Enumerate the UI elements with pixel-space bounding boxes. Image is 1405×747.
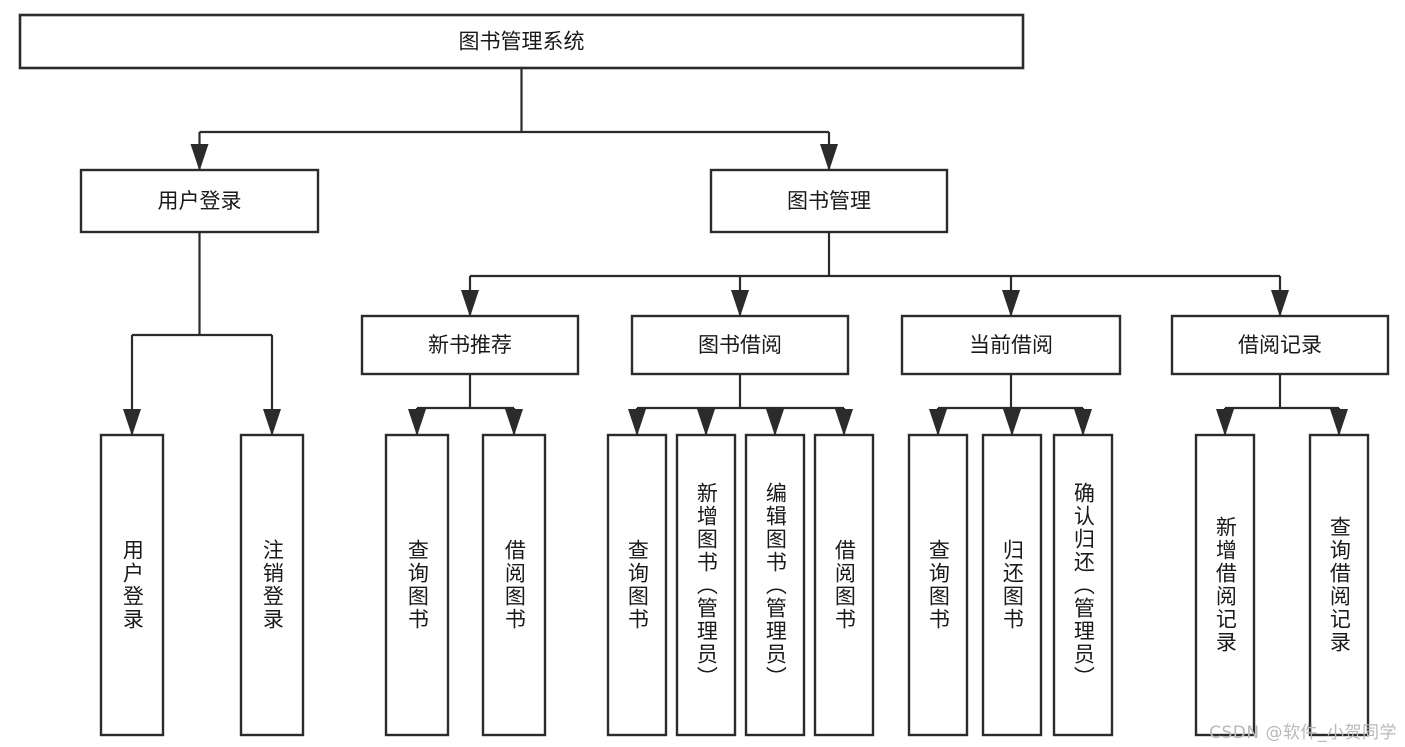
node-box-bb-query-book xyxy=(606,433,668,737)
connectors-layer xyxy=(123,68,1348,436)
node-box-bb-edit-book xyxy=(744,433,806,737)
node-box-user-logout-leaf xyxy=(239,433,305,737)
node-label-book-borrow: 图书借阅 xyxy=(698,333,782,357)
node-borrow-records[interactable]: 借阅记录 xyxy=(1170,314,1390,376)
node-box-book-borrow xyxy=(630,314,850,376)
node-new-book-recommend[interactable]: 新书推荐 xyxy=(360,314,580,376)
node-box-user-login xyxy=(79,168,320,234)
arrowhead-nbr-borrow-book xyxy=(505,409,523,436)
arrowhead-br-add-record xyxy=(1216,409,1234,436)
node-box-br-query-record xyxy=(1308,433,1370,737)
node-box-user-login-leaf xyxy=(99,433,165,737)
node-bb-borrow-book[interactable] xyxy=(813,433,875,737)
arrowhead-book-management xyxy=(820,144,838,171)
watermark-text: CSDN @软件_小贺同学 xyxy=(1209,723,1397,743)
node-bb-query-book[interactable] xyxy=(606,433,668,737)
node-cb-query-book[interactable] xyxy=(907,433,969,737)
node-user-login-leaf[interactable] xyxy=(99,433,165,737)
node-br-query-record[interactable] xyxy=(1308,433,1370,737)
node-box-nbr-query-book xyxy=(384,433,450,737)
node-box-cb-confirm-return xyxy=(1052,433,1114,737)
node-nbr-borrow-book[interactable] xyxy=(481,433,547,737)
node-box-borrow-records xyxy=(1170,314,1390,376)
node-box-bb-add-book xyxy=(675,433,737,737)
node-box-cb-return-book xyxy=(981,433,1043,737)
node-label-new-book-recommend: 新书推荐 xyxy=(428,333,512,357)
arrowhead-borrow-records xyxy=(1271,290,1289,317)
node-book-borrow[interactable]: 图书借阅 xyxy=(630,314,850,376)
arrowhead-cb-return-book xyxy=(1003,409,1021,436)
node-nbr-query-book[interactable] xyxy=(384,433,450,737)
node-label-root: 图书管理系统 xyxy=(459,30,585,54)
arrowhead-bb-query-book xyxy=(628,409,646,436)
node-book-management[interactable]: 图书管理 xyxy=(709,168,949,234)
node-box-book-management xyxy=(709,168,949,234)
arrowhead-bb-edit-book xyxy=(766,409,784,436)
arrowhead-bb-borrow-book xyxy=(835,409,853,436)
node-cb-return-book[interactable] xyxy=(981,433,1043,737)
node-box-root xyxy=(18,13,1025,70)
node-bb-add-book[interactable] xyxy=(675,433,737,737)
arrowhead-cb-confirm-return xyxy=(1074,409,1092,436)
node-cb-confirm-return[interactable] xyxy=(1052,433,1114,737)
node-bb-edit-book[interactable] xyxy=(744,433,806,737)
arrowhead-current-borrow xyxy=(1002,290,1020,317)
arrowhead-user-login-leaf xyxy=(123,409,141,436)
arrowhead-br-query-record xyxy=(1330,409,1348,436)
node-box-bb-borrow-book xyxy=(813,433,875,737)
node-box-br-add-record xyxy=(1194,433,1256,737)
node-box-current-borrow xyxy=(900,314,1122,376)
arrowhead-cb-query-book xyxy=(929,409,947,436)
arrowhead-bb-add-book xyxy=(697,409,715,436)
node-box-nbr-borrow-book xyxy=(481,433,547,737)
node-current-borrow[interactable]: 当前借阅 xyxy=(900,314,1122,376)
node-label-user-login: 用户登录 xyxy=(158,189,242,213)
arrowhead-new-book-recommend xyxy=(461,290,479,317)
node-label-book-management: 图书管理 xyxy=(787,189,871,213)
node-user-login[interactable]: 用户登录 xyxy=(79,168,320,234)
node-box-new-book-recommend xyxy=(360,314,580,376)
arrowhead-nbr-query-book xyxy=(408,409,426,436)
node-label-current-borrow: 当前借阅 xyxy=(969,333,1053,357)
arrowhead-user-logout-leaf xyxy=(263,409,281,436)
node-br-add-record[interactable] xyxy=(1194,433,1256,737)
arrowhead-user-login xyxy=(190,144,209,171)
arrowhead-book-borrow xyxy=(731,290,749,317)
node-box-cb-query-book xyxy=(907,433,969,737)
node-label-borrow-records: 借阅记录 xyxy=(1238,333,1322,357)
node-root[interactable]: 图书管理系统 xyxy=(18,13,1025,70)
node-user-logout-leaf[interactable] xyxy=(239,433,305,737)
